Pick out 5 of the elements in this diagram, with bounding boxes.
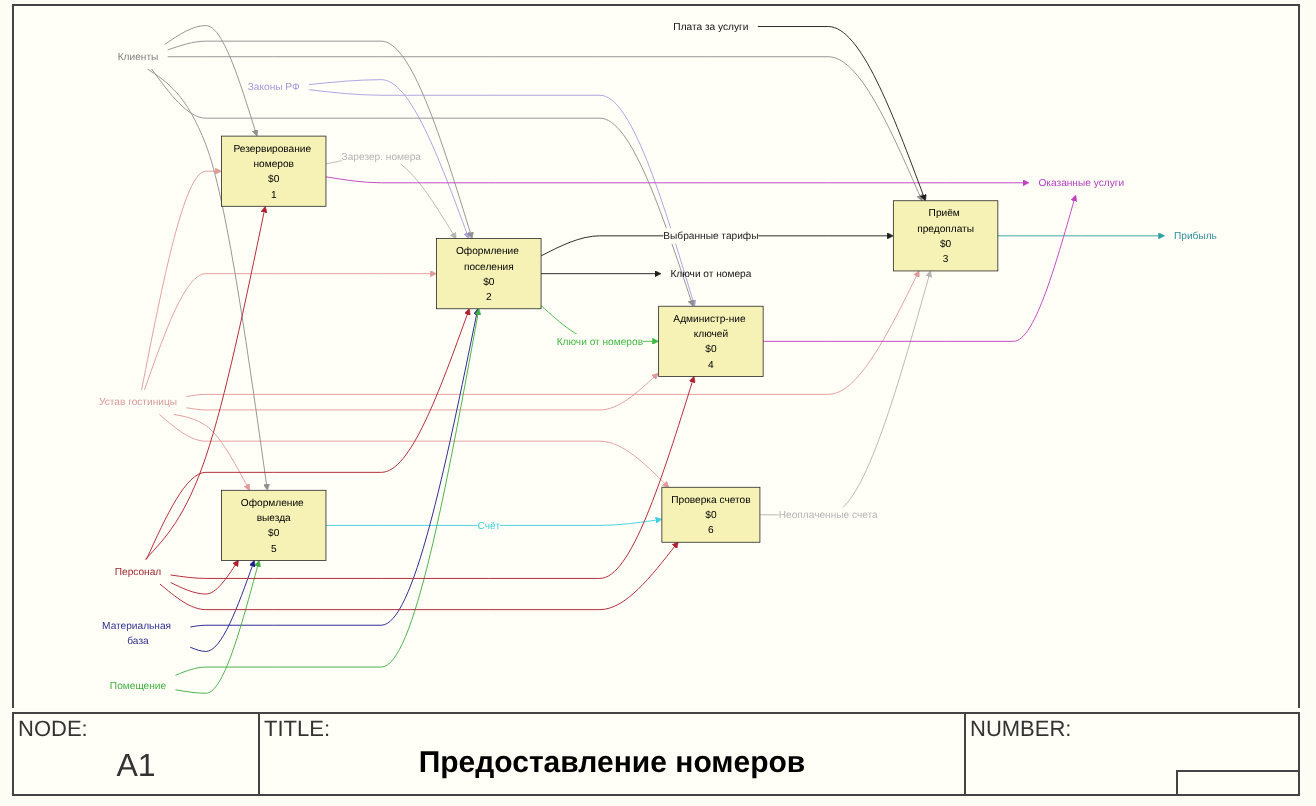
- diagram-title: Предоставление номеров: [416, 746, 808, 780]
- field-caption: NUMBER:: [970, 718, 1072, 742]
- field-caption: NODE:: [18, 718, 88, 742]
- node-number: A1: [114, 750, 158, 786]
- field-caption: TITLE:: [264, 718, 331, 742]
